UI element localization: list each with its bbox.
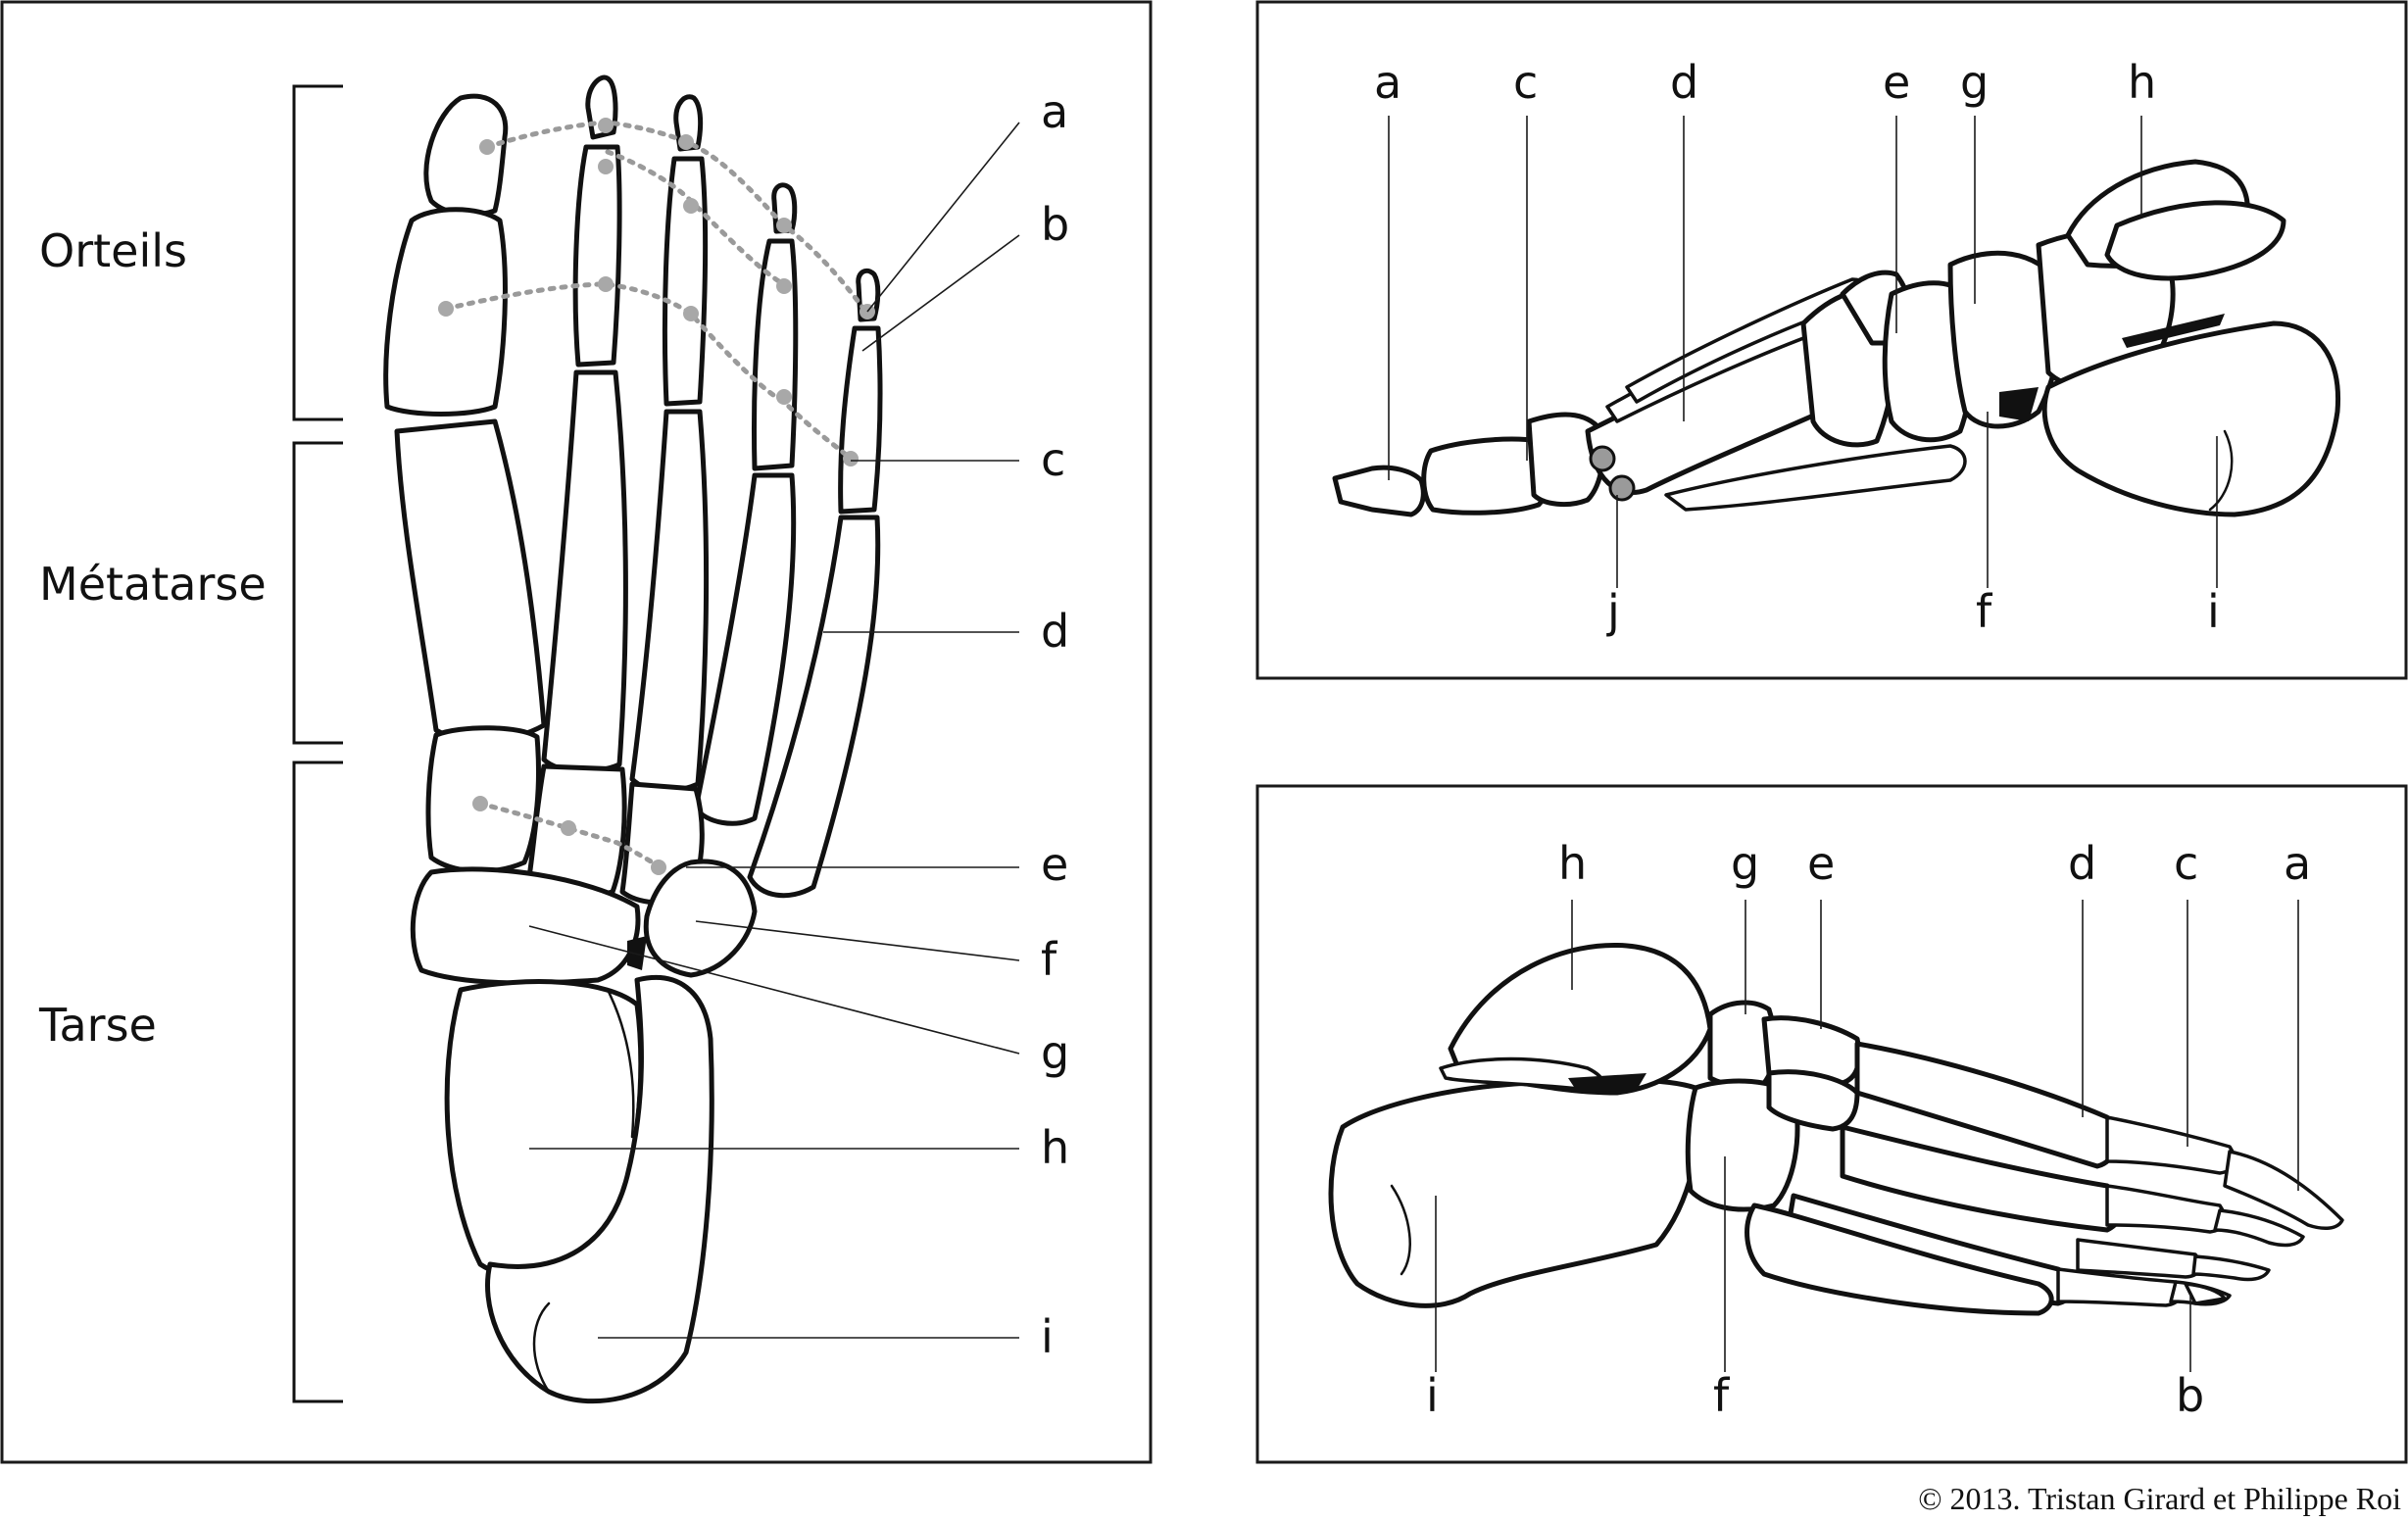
top-label-f: f bbox=[1041, 933, 1058, 986]
top-label-b: b bbox=[1041, 198, 1069, 251]
top-label-a: a bbox=[1041, 85, 1068, 138]
top-view-leaders bbox=[528, 122, 1020, 1339]
top-view-labels: a b c d e f g h i bbox=[1041, 85, 1069, 1363]
medial-label-f: f bbox=[1976, 585, 1993, 638]
joint-markers bbox=[438, 118, 875, 875]
medial-view-labels: a c d e g h j f i bbox=[1374, 56, 2220, 638]
top-label-h: h bbox=[1041, 1121, 1069, 1174]
top-label-c: c bbox=[1041, 433, 1065, 486]
medial-label-a: a bbox=[1374, 56, 1401, 109]
toes-bracket bbox=[292, 84, 343, 421]
region-label-tarsus: Tarse bbox=[38, 999, 157, 1052]
medial-view-bones bbox=[1332, 159, 2341, 517]
top-label-d: d bbox=[1041, 605, 1069, 658]
medial-label-h: h bbox=[2128, 56, 2156, 109]
tarsus-bracket bbox=[292, 761, 343, 1403]
lateral-view-leaders bbox=[1435, 900, 2299, 1372]
lateral-label-a: a bbox=[2284, 837, 2311, 890]
medial-view-leaders bbox=[1388, 116, 2218, 588]
lateral-view-bones bbox=[1328, 942, 2344, 1316]
medial-label-e: e bbox=[1883, 56, 1910, 109]
top-label-i: i bbox=[1041, 1310, 1054, 1363]
region-label-metatarsus: Métatarse bbox=[39, 558, 267, 611]
medial-label-j: j bbox=[1606, 585, 1620, 638]
top-label-g: g bbox=[1041, 1026, 1069, 1079]
lateral-label-b: b bbox=[2176, 1369, 2204, 1422]
medial-label-g: g bbox=[1960, 56, 1989, 109]
lateral-label-e: e bbox=[1807, 837, 1835, 890]
medial-view-panel: a c d e g h j f i bbox=[1255, 0, 2408, 680]
top-label-e: e bbox=[1041, 838, 1068, 891]
medial-label-c: c bbox=[1513, 56, 1538, 109]
region-label-toes: Orteils bbox=[39, 224, 187, 277]
lateral-view-labels: h g e d c a i f b bbox=[1426, 837, 2311, 1422]
joint-line-e bbox=[477, 801, 664, 870]
lateral-label-h: h bbox=[1558, 837, 1587, 890]
medial-label-i: i bbox=[2207, 585, 2220, 638]
lateral-label-f: f bbox=[1713, 1369, 1731, 1422]
metatarsus-bracket bbox=[292, 441, 343, 745]
lateral-view-panel: h g e d c a i f b bbox=[1255, 784, 2408, 1464]
lateral-label-i: i bbox=[1426, 1369, 1439, 1422]
copyright-notice: © 2013. Tristan Girard et Philippe Roi bbox=[1918, 1481, 2401, 1516]
lateral-label-d: d bbox=[2068, 837, 2096, 890]
medial-label-d: d bbox=[1670, 56, 1698, 109]
top-view-panel: Orteils Métatarse Tarse bbox=[0, 0, 1153, 1464]
lateral-label-c: c bbox=[2174, 837, 2198, 890]
lateral-label-g: g bbox=[1731, 837, 1759, 890]
